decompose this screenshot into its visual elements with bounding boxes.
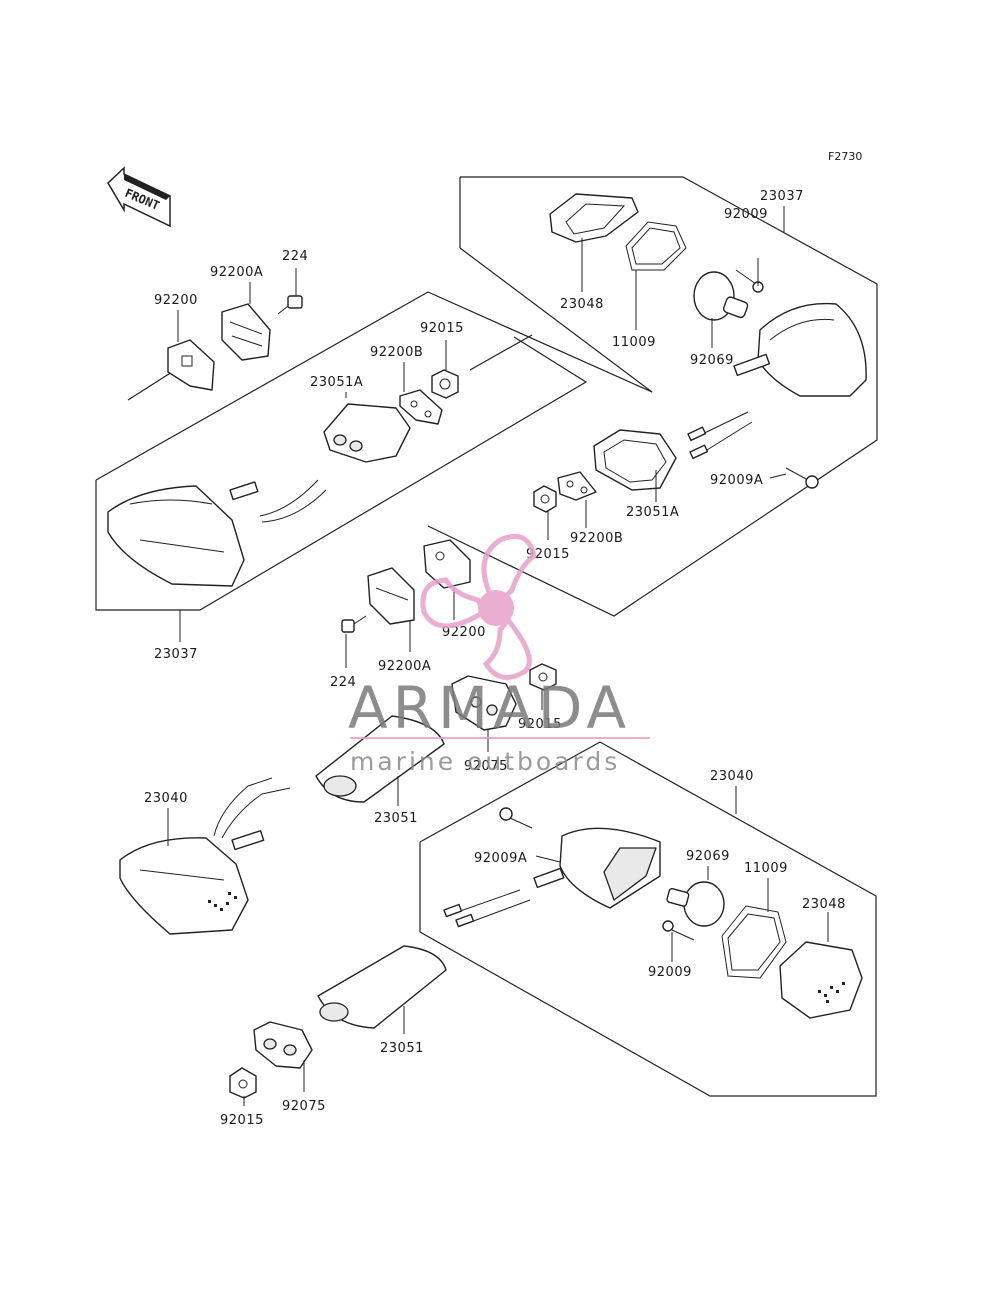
- callout-23040-right: 23040: [710, 769, 754, 784]
- bolt-224-mid: [341, 615, 367, 633]
- wire-connectors-right: [687, 411, 753, 460]
- callout-92075-mid: 92075: [464, 759, 508, 774]
- callout-23051-mid: 23051: [374, 811, 418, 826]
- callout-23051A-right: 23051A: [626, 505, 679, 520]
- figure-code: F2730: [828, 150, 862, 163]
- nut-92015-bottom: [229, 1067, 257, 1099]
- callout-11009-bottom: 11009: [744, 861, 788, 876]
- lens-grid-right-icon: [818, 982, 845, 1003]
- callout-23037-top: 23037: [760, 189, 804, 204]
- callout-labels: 23037 23048 11009 92009 92069 92009A 230…: [144, 189, 846, 1128]
- screw-92009A-bottom: [499, 807, 533, 829]
- callout-92015-left: 92015: [420, 321, 464, 336]
- callout-23040-left: 23040: [144, 791, 188, 806]
- housing-23040-right: [443, 827, 661, 928]
- rubber-23051A-left: [323, 403, 411, 463]
- screw-92009A-top: [785, 467, 819, 489]
- propeller-logo-icon: [420, 534, 537, 680]
- callout-23048-top: 23048: [560, 297, 604, 312]
- nut-92015-right: [533, 485, 557, 513]
- callout-92069-top: 92069: [690, 353, 734, 368]
- callout-92075-bottom: 92075: [282, 1099, 326, 1114]
- callout-92009-bottom: 92009: [648, 965, 692, 980]
- callout-92009A-top: 92009A: [710, 473, 763, 488]
- screw-92009-bottom: [662, 920, 695, 941]
- rubber-23051A-right: [593, 429, 677, 491]
- watermark-brand: ARMADA: [348, 674, 631, 742]
- callout-224-top: 224: [282, 249, 308, 264]
- bulb-92069-top: [693, 271, 749, 321]
- callout-23037-left: 23037: [154, 647, 198, 662]
- nut-92015-left: [431, 369, 459, 399]
- frame-upper-left: [95, 291, 653, 611]
- bracket-92200A-mid: [367, 567, 415, 625]
- watermark-tagline: marine outboards: [350, 747, 620, 776]
- callout-92015-bottom: 92015: [220, 1113, 264, 1128]
- housing-23037-right: [733, 302, 867, 397]
- callout-92200A-top: 92200A: [210, 265, 263, 280]
- stay-23051-bottom: [317, 945, 447, 1029]
- callout-11009-top: 11009: [612, 335, 656, 350]
- frame-upper-right: [427, 176, 878, 617]
- bracket-92200A-top: [221, 303, 271, 361]
- callout-92009A-bottom: 92009A: [474, 851, 527, 866]
- callout-92200A-mid: 92200A: [378, 659, 431, 674]
- leader-lines: [167, 206, 829, 1106]
- housing-23040-left: [119, 777, 291, 935]
- watermark: ARMADA marine outboards: [348, 534, 650, 776]
- rubber-92075-bottom: [253, 1021, 313, 1069]
- gasket-11009-top: [625, 221, 687, 271]
- frame-lower-right: [419, 741, 877, 1097]
- callout-92200B-left: 92200B: [370, 345, 423, 360]
- callout-23051A-left: 23051A: [310, 375, 363, 390]
- lens-grid-left-icon: [208, 892, 237, 911]
- bolt-224-top: [277, 295, 303, 315]
- callout-92009-top: 92009: [724, 207, 768, 222]
- callout-224-mid: 224: [330, 675, 356, 690]
- lens-23048-top: [549, 193, 639, 243]
- callout-92200B-right: 92200B: [570, 531, 623, 546]
- callout-92069-bottom: 92069: [686, 849, 730, 864]
- plate-92200-mid: [423, 539, 471, 589]
- callout-92015-mid: 92015: [518, 717, 562, 732]
- nut-92015-mid: [529, 663, 557, 691]
- bulb-92069-bottom: [666, 881, 725, 927]
- plate-92200B-left: [399, 389, 443, 425]
- callout-92200-top: 92200: [154, 293, 198, 308]
- plate-92200-top: [167, 339, 215, 391]
- lens-23048-bottom: [779, 941, 863, 1019]
- front-arrow-icon: FRONT: [107, 166, 171, 228]
- callout-92200-mid: 92200: [442, 625, 486, 640]
- rubber-92075-mid: [451, 675, 517, 731]
- screw-92009-top: [735, 269, 764, 293]
- plate-92200B-right: [557, 471, 597, 501]
- housing-23037-left: [107, 479, 327, 587]
- callout-23048-bottom: 23048: [802, 897, 846, 912]
- gasket-11009-bottom: [721, 905, 787, 979]
- callout-23051-bottom: 23051: [380, 1041, 424, 1056]
- callout-92015-right: 92015: [526, 547, 570, 562]
